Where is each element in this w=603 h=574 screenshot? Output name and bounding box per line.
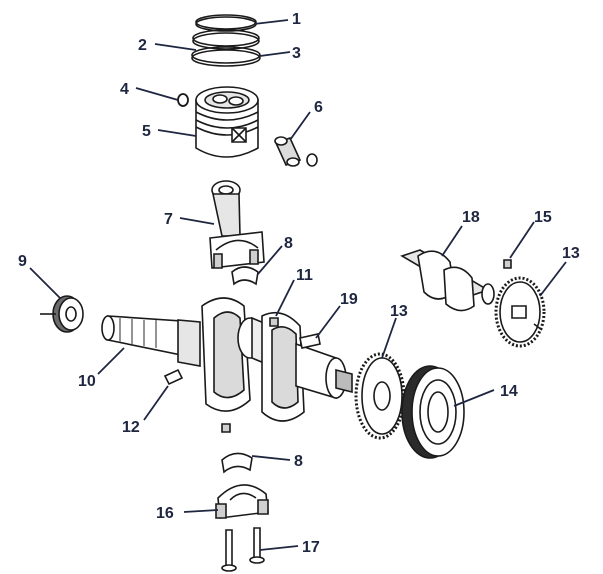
callout-1: 1 (292, 11, 301, 28)
callout-18: 18 (462, 209, 480, 226)
callout-11: 11 (296, 267, 313, 284)
balancer-shaft (402, 250, 494, 311)
callout-8-upper: 8 (284, 235, 293, 252)
pin-15 (504, 260, 511, 268)
callout-8-lower: 8 (294, 453, 303, 470)
rod-cap (216, 485, 268, 518)
bearing-shell-lower (222, 453, 252, 472)
rod-bolts (222, 528, 264, 571)
callout-13-crank-gear: 13 (390, 303, 408, 320)
callout-17: 17 (302, 539, 320, 556)
callout-15: 15 (534, 209, 552, 226)
ball-bearing (402, 366, 464, 458)
woodruff-key-12 (165, 370, 182, 384)
crankshaft (102, 298, 352, 421)
callout-10: 10 (78, 373, 96, 390)
circlip-left (178, 94, 188, 106)
callout-5: 5 (142, 123, 151, 140)
connecting-rod (210, 181, 264, 268)
woodruff-key-19 (300, 334, 320, 348)
piston-rings (192, 15, 260, 66)
callout-7: 7 (164, 211, 173, 228)
callout-4: 4 (120, 81, 129, 98)
callout-3: 3 (292, 45, 301, 62)
timing-sprocket (40, 296, 83, 332)
callout-2: 2 (138, 37, 147, 54)
leader-lines (29, 19, 567, 551)
callout-16: 16 (156, 505, 174, 522)
crank-gear (356, 354, 404, 438)
callout-13-balancer-gear: 13 (562, 245, 580, 262)
callout-14: 14 (500, 383, 518, 400)
callout-6: 6 (314, 99, 323, 116)
callout-labels: 1 2 3 4 5 6 7 8 9 10 11 12 13 13 14 15 1… (18, 11, 580, 556)
plug-bolt-lower (222, 424, 230, 432)
piston-pin (275, 137, 317, 166)
bearing-shell-upper (232, 267, 258, 284)
callout-19: 19 (340, 291, 358, 308)
plug-bolt-11 (270, 318, 278, 326)
callout-12: 12 (122, 419, 140, 436)
callout-9: 9 (18, 253, 27, 270)
piston (196, 87, 258, 157)
balancer-gear (496, 278, 544, 346)
